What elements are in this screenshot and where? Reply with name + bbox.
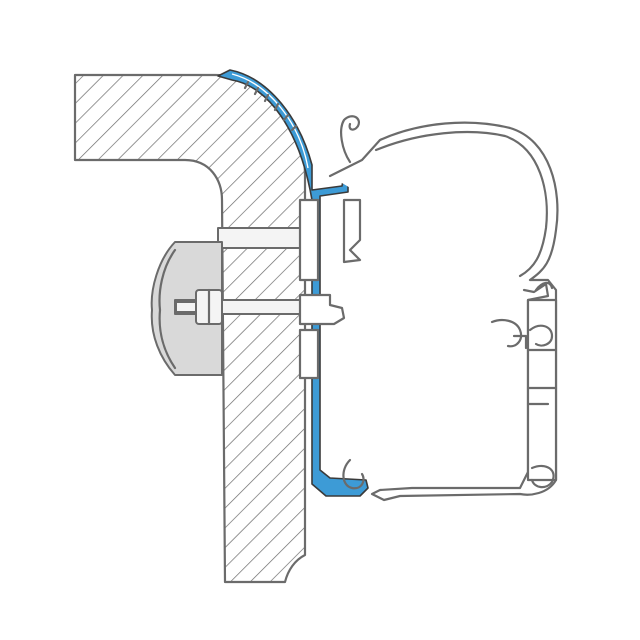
awning-front-bar: [526, 298, 558, 482]
rail-connector: [298, 293, 346, 326]
case-interior-left: [342, 198, 362, 264]
case-top-hook: [340, 115, 360, 164]
adapter-rail: [217, 69, 369, 497]
front-bar-clip: [490, 319, 528, 350]
awning-case: [328, 121, 559, 502]
case-interior-hook: [342, 458, 365, 490]
mounting-bracket: [217, 227, 301, 249]
rail-lower-block: [298, 328, 320, 380]
awning-case-inner: [374, 130, 548, 278]
bolt-dome-inner: [158, 248, 177, 370]
adapter-rail-inner: [231, 73, 309, 169]
front-bar-roller: [528, 324, 554, 347]
rail-upper-block: [298, 198, 320, 282]
front-bar-slots: [526, 281, 558, 406]
bolt-end: [175, 301, 197, 313]
adapter-ribs: [243, 80, 298, 132]
front-bar-bottom: [530, 464, 555, 489]
